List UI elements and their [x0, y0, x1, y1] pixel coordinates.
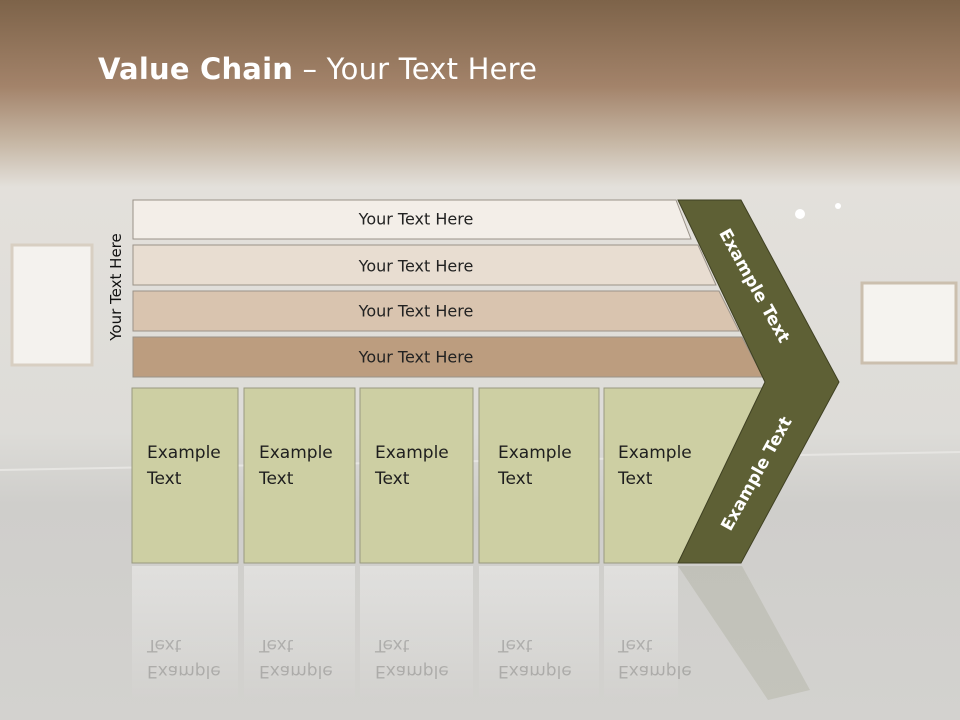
column-label-4: Example Text — [498, 440, 572, 492]
column-reflection-1: Example Text — [147, 632, 221, 684]
reflection-line1: Example — [259, 661, 333, 681]
column-box-1 — [131, 387, 239, 564]
row-label-2: Your Text Here — [358, 256, 474, 276]
column-label-line1: Example — [375, 443, 449, 463]
side-label: Your Text Here — [107, 233, 125, 341]
reflection-line1: Example — [147, 661, 221, 681]
value-chevron — [677, 199, 840, 564]
column-label-line2: Text — [498, 469, 533, 489]
row-label-3: Your Text Here — [358, 301, 474, 321]
column-label-3: Example Text — [375, 440, 449, 492]
column-label-line1: Example — [618, 443, 692, 463]
column-label-1: Example Text — [147, 440, 221, 492]
row-bar-1 — [132, 199, 692, 240]
left-frame — [10, 243, 94, 367]
slide-title: Value Chain – Your Text Here — [98, 52, 538, 86]
column-label-line2: Text — [618, 469, 653, 489]
column-label-5: Example Text — [618, 440, 692, 492]
row-bar-3 — [132, 290, 740, 332]
reflection-line2: Text — [375, 635, 410, 655]
column-label-line1: Example — [259, 443, 333, 463]
column-label-line2: Text — [259, 469, 294, 489]
column-label-2: Example Text — [259, 440, 333, 492]
row-label-4: Your Text Here — [358, 347, 474, 367]
reflection-line1: Example — [375, 661, 449, 681]
row-bar-2 — [132, 244, 717, 286]
column-label-line1: Example — [147, 443, 221, 463]
column-reflection-4: Example Text — [498, 632, 572, 684]
reflection-line2: Text — [618, 635, 653, 655]
column-box-2 — [243, 387, 356, 564]
column-label-line2: Text — [147, 469, 182, 489]
reflection-line1: Example — [618, 661, 692, 681]
reflection-line2: Text — [259, 635, 294, 655]
reflection-line1: Example — [498, 661, 572, 681]
reflection — [132, 566, 810, 701]
column-label-line2: Text — [375, 469, 410, 489]
column-reflection-2: Example Text — [259, 632, 333, 684]
column-reflection-5: Example Text — [618, 632, 692, 684]
reflection-line2: Text — [147, 635, 182, 655]
reflection-line2: Text — [498, 635, 533, 655]
column-box-4 — [478, 387, 600, 564]
column-reflection-3: Example Text — [375, 632, 449, 684]
row-label-1: Your Text Here — [358, 209, 474, 229]
column-label-line1: Example — [498, 443, 572, 463]
right-frame — [860, 281, 958, 365]
column-box-3 — [359, 387, 474, 564]
